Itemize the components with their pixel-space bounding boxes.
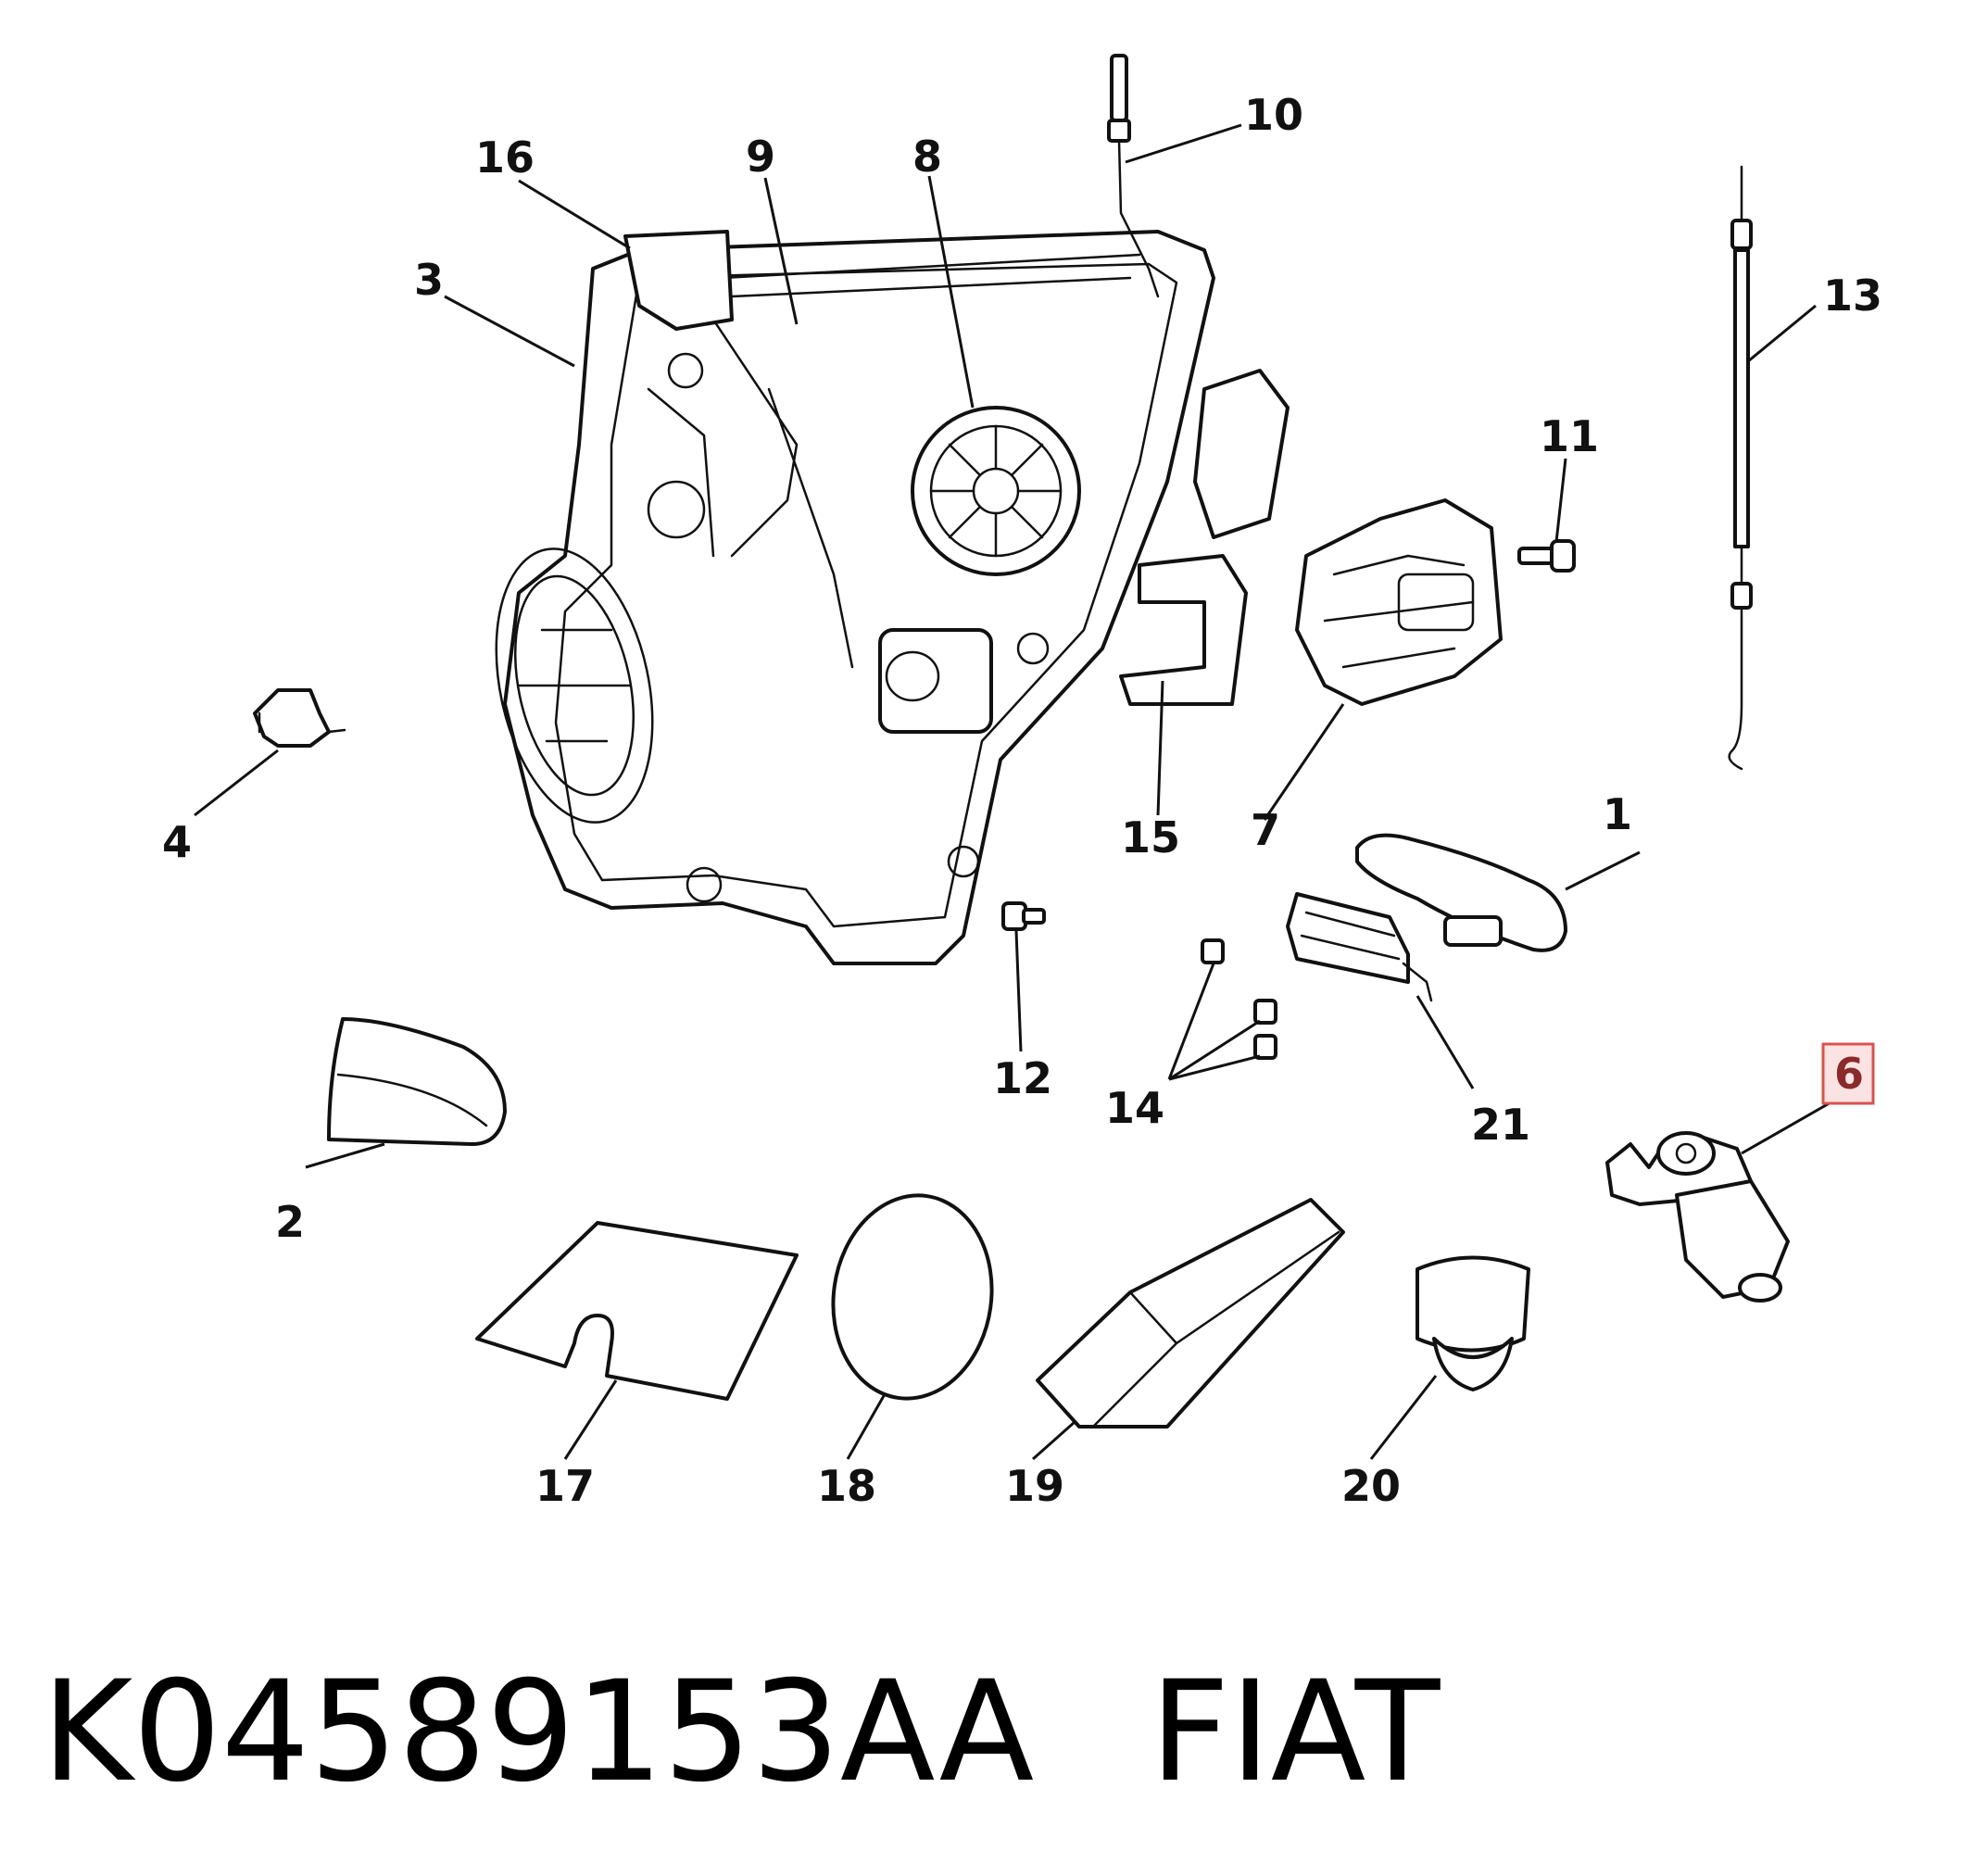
callout-17: 17 xyxy=(535,1461,595,1511)
callout-14: 14 xyxy=(1105,1083,1164,1133)
callout-9: 9 xyxy=(746,132,775,182)
screw-12 xyxy=(1001,901,1046,931)
lock-bracket xyxy=(1119,369,1290,706)
callout-21: 21 xyxy=(1471,1100,1530,1150)
callout-3: 3 xyxy=(414,255,444,305)
callout-labels: 1 2 3 4 6 7 8 9 10 11 12 13 14 15 16 17 … xyxy=(162,90,1882,1511)
callout-7: 7 xyxy=(1251,805,1280,855)
callout-20: 20 xyxy=(1341,1461,1401,1511)
callout-15: 15 xyxy=(1121,812,1180,862)
door-module-panel xyxy=(495,230,1215,965)
callout-16: 16 xyxy=(475,132,535,183)
round-pad-18 xyxy=(831,1193,994,1401)
callout-12: 12 xyxy=(993,1053,1052,1103)
highlight-box xyxy=(1821,1042,1875,1105)
callout-6: 6 xyxy=(1834,1049,1864,1099)
callout-10: 10 xyxy=(1244,90,1303,140)
callout-11: 11 xyxy=(1540,411,1599,461)
door-latch xyxy=(1295,498,1503,706)
foam-block-19 xyxy=(1036,1198,1345,1429)
screws-14 xyxy=(1201,938,1277,1060)
window-motor-6 xyxy=(1605,1131,1790,1303)
callout-18: 18 xyxy=(817,1461,876,1511)
door-bumper-20 xyxy=(1416,1255,1530,1391)
callout-8: 8 xyxy=(912,132,942,182)
callout-13: 13 xyxy=(1823,271,1882,321)
callout-4: 4 xyxy=(162,817,192,867)
screw-11 xyxy=(1517,539,1576,573)
control-rod-10 xyxy=(1107,54,1160,298)
control-cable-13 xyxy=(1728,165,1753,771)
callout-1: 1 xyxy=(1603,789,1632,839)
highlighted-callout-6: 6 xyxy=(1821,1042,1875,1105)
handle-bracket-21 xyxy=(1286,892,1433,1002)
callout-19: 19 xyxy=(1005,1461,1064,1511)
leader-lines xyxy=(194,123,1840,1461)
callout-2: 2 xyxy=(275,1197,305,1247)
part-number-caption: K04589153AA FIAT xyxy=(42,1640,1950,1825)
outside-handle-1 xyxy=(1355,833,1567,952)
mirror-cover-2 xyxy=(327,1017,507,1146)
insulator-pad-17 xyxy=(475,1221,799,1401)
brand-name: FIAT xyxy=(1150,1652,1441,1813)
part-number: K04589153AA xyxy=(42,1652,1035,1813)
push-clip-4 xyxy=(253,688,346,748)
